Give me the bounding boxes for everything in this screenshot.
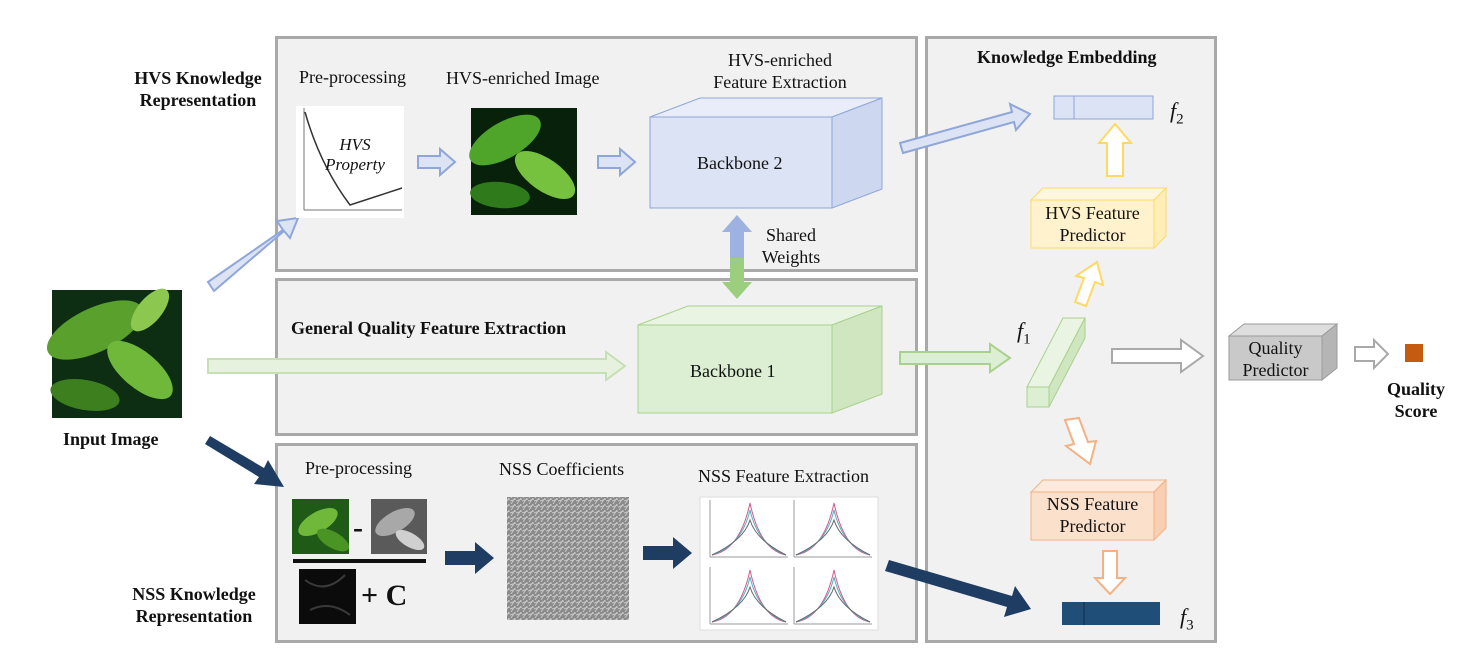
hvs-enriched-image-label: HVS-enriched Image: [446, 68, 600, 88]
backbone1-cuboid: [637, 305, 883, 414]
input-image: [46, 288, 182, 418]
nss-feature-plots: [699, 496, 879, 631]
nss-feature-predictor-label: NSS Feature Predictor: [1046, 494, 1139, 536]
knowledge-embedding-label: Knowledge Embedding: [977, 47, 1157, 67]
shared-weights-label: Shared Weights: [761, 225, 821, 267]
hvs-representation-label: HVS Knowledge Representation: [134, 68, 262, 110]
arrow-input-to-backbone1: [207, 350, 627, 382]
arrow-backbone2-to-f2: [898, 102, 1032, 155]
nss-representation-label: NSS Knowledge Representation: [132, 584, 256, 626]
backbone2-label: Backbone 2: [697, 153, 783, 173]
arrow-backbone1-to-f1: [899, 342, 1012, 374]
nss-plus-c: + C: [361, 579, 408, 612]
arrow-input-to-hvs: [206, 216, 300, 293]
backbone1-label: Backbone 1: [690, 361, 776, 381]
arrow-hvs-predictor-to-f2: [1096, 122, 1134, 177]
quality-score-label: Quality Score: [1386, 379, 1445, 421]
quality-predictor-label: Quality Predictor: [1242, 338, 1309, 380]
nss-minus-sign: -: [353, 511, 363, 544]
arrow-f1-to-hvs-predictor: [1073, 260, 1105, 308]
nss-coefficients-label: NSS Coefficients: [499, 459, 625, 479]
f1-label: f1: [1017, 318, 1031, 348]
general-section-label: General Quality Feature Extraction: [291, 318, 567, 338]
arrow-hvs-image-to-backbone: [597, 146, 637, 178]
nss-feature-extraction-label: NSS Feature Extraction: [698, 466, 869, 486]
quality-score-square: [1405, 344, 1423, 362]
f3-vector: [1062, 602, 1160, 625]
hvs-enriched-image: [469, 108, 577, 215]
arrow-f1-to-nss-predictor: [1063, 416, 1098, 466]
backbone2-cuboid: [649, 97, 883, 209]
hvs-feature-extraction-label: HVS-enriched Feature Extraction: [713, 50, 847, 92]
f1-vector: [1026, 317, 1086, 408]
arrow-nss-coeff-to-feature: [643, 537, 692, 569]
arrow-nss-predictor-to-f3: [1092, 550, 1128, 596]
nss-preprocess-images: [292, 499, 427, 624]
hvs-feature-predictor-cuboid: [1029, 186, 1168, 250]
nss-feature-predictor-cuboid: [1029, 478, 1168, 542]
hvs-plot-label: HVS Property: [325, 135, 385, 174]
arrow-nss-feature-to-f3: [885, 560, 1031, 617]
f2-vector: [1053, 95, 1154, 120]
arrow-input-to-nss: [205, 436, 284, 487]
hvs-preprocessing-label: Pre-processing: [299, 67, 406, 87]
hvs-property-plot: [296, 106, 404, 218]
input-image-label: Input Image: [63, 429, 159, 449]
arrow-hvs-pre-to-image: [417, 146, 457, 178]
f3-label: f3: [1180, 604, 1194, 634]
nss-coefficients-image: [507, 497, 629, 620]
quality-predictor-cuboid: [1227, 322, 1339, 382]
hvs-feature-predictor-label: HVS Feature Predictor: [1045, 203, 1140, 245]
arrow-quality-predictor-to-score: [1354, 337, 1390, 371]
f2-label: f2: [1170, 98, 1184, 128]
arrow-f1-to-quality-predictor: [1111, 338, 1205, 374]
nss-preprocessing-label: Pre-processing: [305, 458, 412, 478]
arrow-nss-pre-to-coeff: [445, 542, 494, 574]
shared-weights-arrow: [722, 215, 752, 299]
